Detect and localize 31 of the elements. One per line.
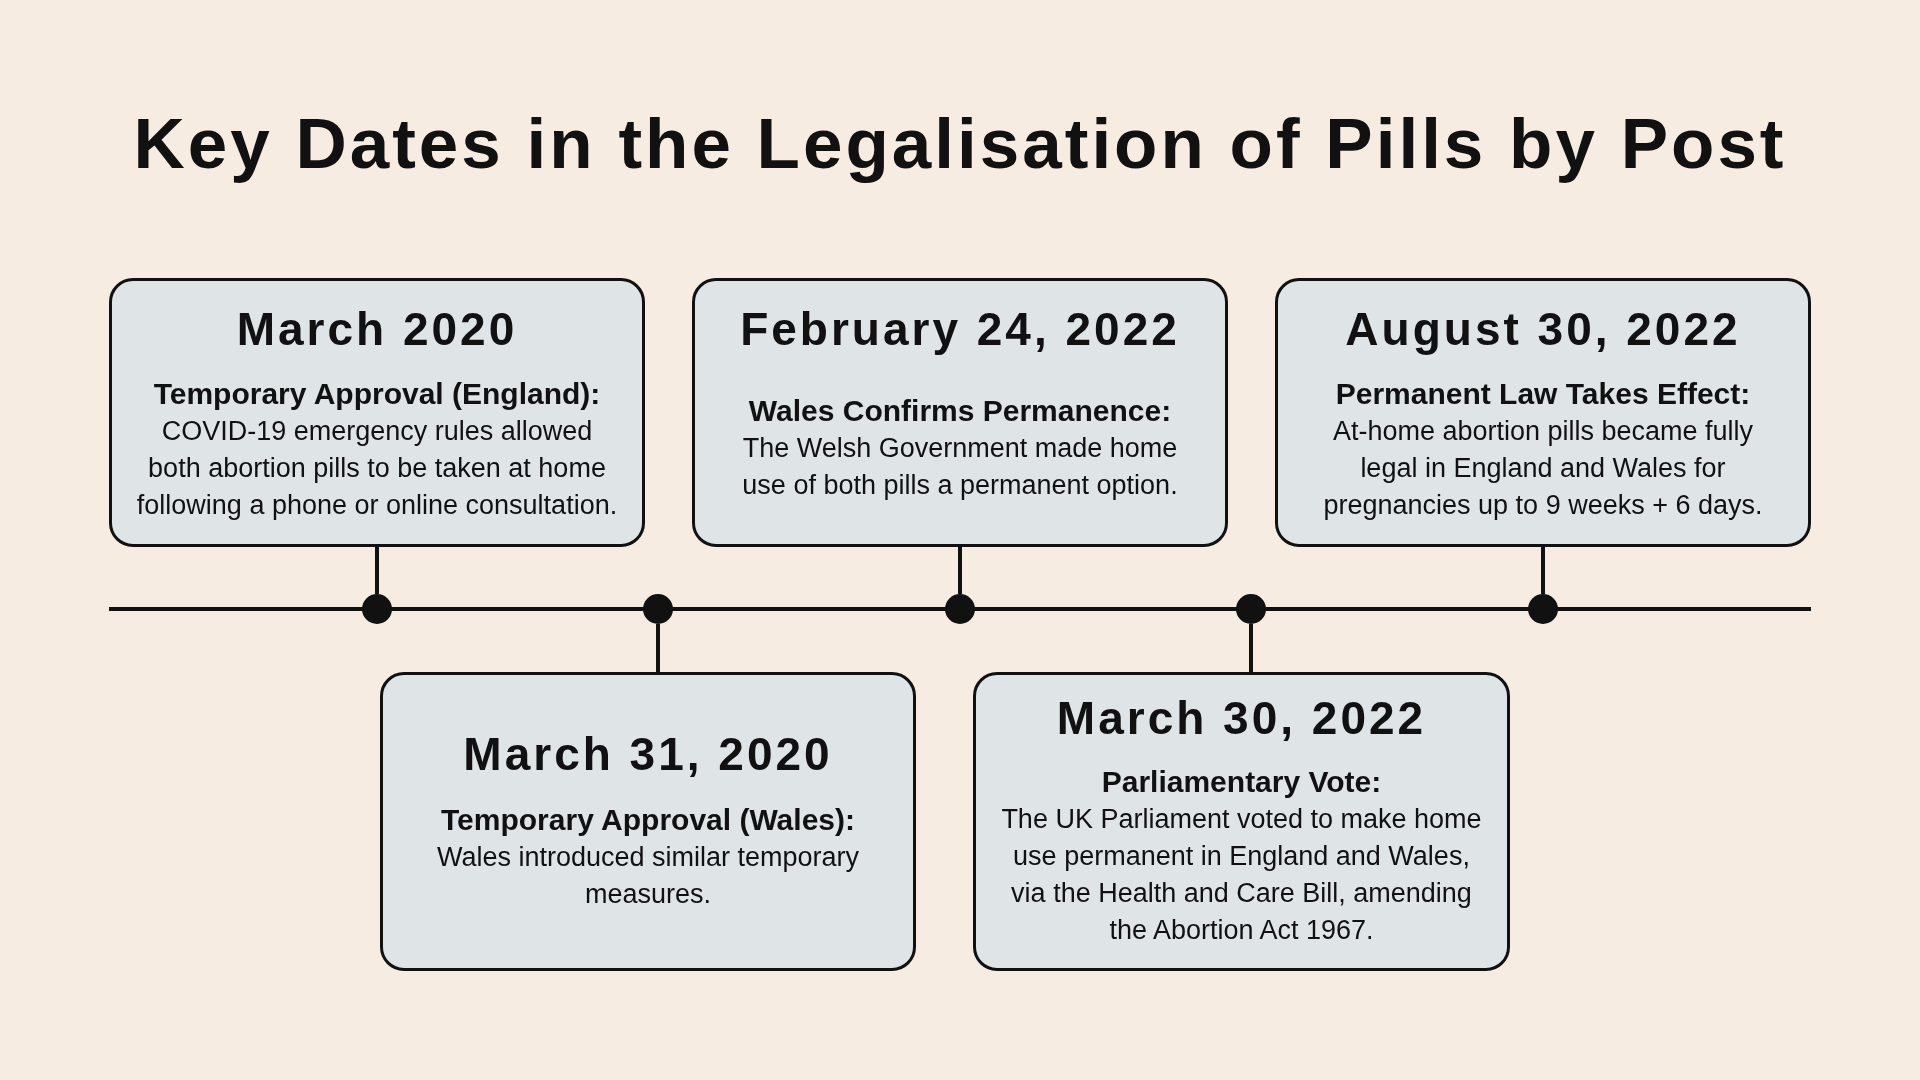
title: Key Dates in the Legalisation of Pills by Post bbox=[133, 103, 1787, 185]
event-card bbox=[692, 278, 1228, 547]
event-date: February 24, 2022 bbox=[740, 302, 1180, 357]
timeline-dot bbox=[362, 594, 392, 624]
event-heading: Temporary Approval (England): bbox=[153, 376, 601, 412]
event-heading: Permanent Law Takes Effect: bbox=[1335, 376, 1751, 412]
timeline-dot bbox=[1236, 594, 1266, 624]
connector-line bbox=[1249, 624, 1253, 672]
event-date: March 2020 bbox=[236, 302, 518, 357]
event-description: The Welsh Government made home use of both pills a permanent option. bbox=[741, 432, 1179, 502]
event-heading: Parliamentary Vote: bbox=[1101, 764, 1382, 800]
connector-line bbox=[958, 547, 962, 594]
connector-line bbox=[656, 624, 660, 672]
event-heading: Wales Confirms Permanence: bbox=[748, 393, 1172, 429]
event-card bbox=[380, 672, 916, 971]
event-date: August 30, 2022 bbox=[1345, 302, 1741, 357]
event-card bbox=[973, 672, 1510, 971]
event-heading: Temporary Approval (Wales): bbox=[441, 802, 855, 838]
timeline-dot bbox=[1528, 594, 1558, 624]
timeline-dot bbox=[945, 594, 975, 624]
event-description: COVID-19 emergency rules allowed both abortion pills to be taken at home following a phone or online consultation. bbox=[136, 415, 618, 522]
event-card bbox=[109, 278, 645, 547]
event-date: March 31, 2020 bbox=[463, 727, 833, 782]
event-date: March 30, 2022 bbox=[1056, 691, 1427, 746]
connector-line bbox=[1541, 547, 1545, 594]
timeline-dot bbox=[643, 594, 673, 624]
event-description: Wales introduced similar temporary measures. bbox=[435, 841, 861, 911]
connector-line bbox=[375, 547, 379, 594]
event-description: The UK Parliament voted to make home use permanent in England and Wales, via the Health and Care Bill, amending the Abortion Act 1967. bbox=[1000, 803, 1483, 947]
event-card bbox=[1275, 278, 1811, 547]
event-description: At-home abortion pills became fully legal in England and Wales for pregnancies up to 9 weeks + 6 days. bbox=[1322, 415, 1764, 522]
